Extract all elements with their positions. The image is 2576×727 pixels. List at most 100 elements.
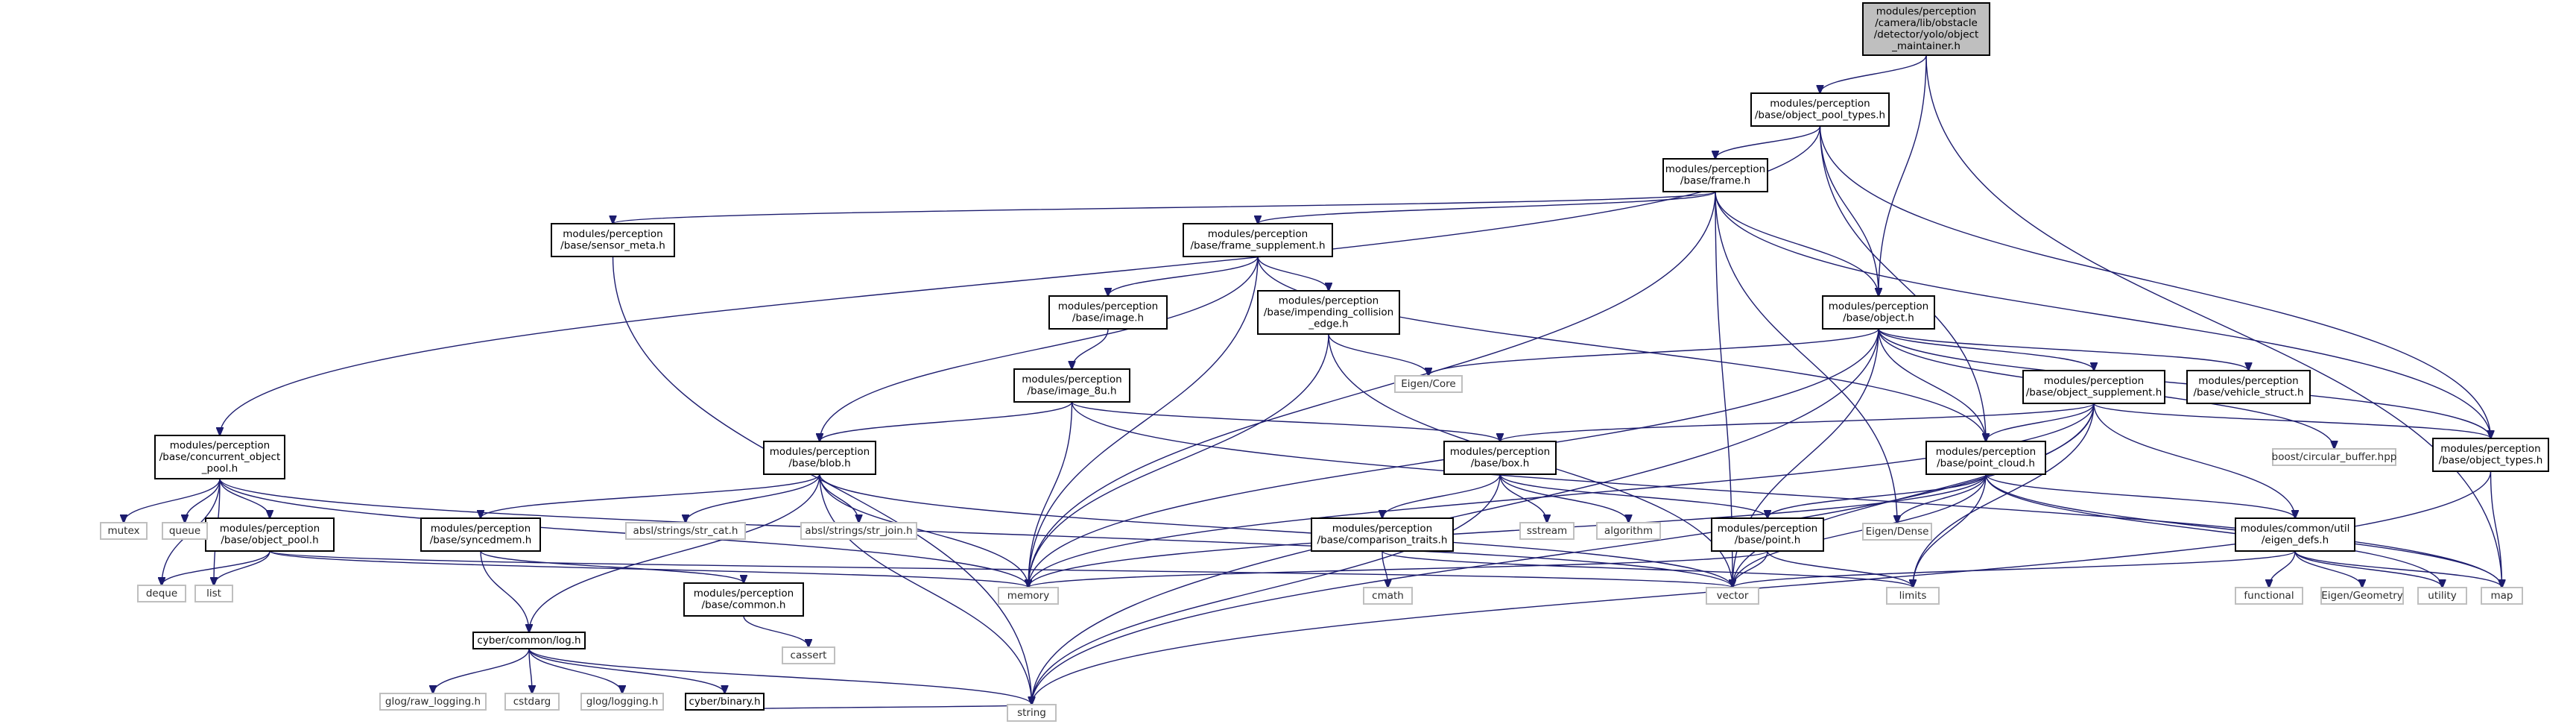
node-label-line: glog/raw_logging.h bbox=[385, 696, 481, 708]
node-str-join[interactable]: absl/strings/str_join.h bbox=[800, 522, 917, 540]
node-limits[interactable]: limits bbox=[1886, 587, 1940, 605]
node-box bbox=[2186, 370, 2311, 404]
node-label-line: limits bbox=[1899, 590, 1927, 602]
node-object-pool[interactable]: modules/perception/base/object_pool.h bbox=[205, 517, 335, 552]
node-impending[interactable]: modules/perception/base/impending_collis… bbox=[1257, 290, 1400, 335]
node-label-line: /eigen_defs.h bbox=[2262, 535, 2329, 547]
edge-concurrent_object_pool-to-vector bbox=[219, 478, 1732, 588]
node-glog-logging[interactable]: glog/logging.h bbox=[580, 693, 664, 711]
node-eigen-dense[interactable]: Eigen/Dense bbox=[1862, 523, 1932, 541]
node-object-pool-types[interactable]: modules/perception/base/object_pool_type… bbox=[1750, 92, 1890, 127]
edge-image_8u-to-memory bbox=[1028, 401, 1073, 588]
node-memory[interactable]: memory bbox=[998, 587, 1059, 605]
node-label-line: absl/strings/str_cat.h bbox=[633, 525, 738, 537]
edge-frame_supplement-to-blob bbox=[820, 256, 1259, 441]
node-string[interactable]: string bbox=[1007, 704, 1057, 722]
node-utility[interactable]: utility bbox=[2417, 587, 2467, 605]
node-eigen-geometry[interactable]: Eigen/Geometry bbox=[2320, 587, 2404, 605]
node-vehicle-struct[interactable]: modules/perception/base/vehicle_struct.h bbox=[2186, 370, 2311, 404]
node-label-line: modules/perception bbox=[1770, 98, 1870, 110]
edge-box-to-point bbox=[1499, 473, 1768, 518]
node-eigen-defs[interactable]: modules/common/util/eigen_defs.h bbox=[2235, 517, 2355, 552]
node-vector[interactable]: vector bbox=[1706, 587, 1759, 605]
node-label-line: Eigen/Dense bbox=[1866, 526, 1929, 538]
edge-eigen_defs-to-eigen_geometry bbox=[2294, 550, 2362, 588]
edge-object-to-vehicle_struct bbox=[1878, 328, 2249, 371]
node-box bbox=[2481, 587, 2523, 605]
node-functional[interactable]: functional bbox=[2235, 587, 2303, 605]
node-concurrent-object-pool[interactable]: modules/perception/base/concurrent_objec… bbox=[154, 435, 285, 479]
edge-log-to-string bbox=[528, 648, 1032, 705]
node-str-cat[interactable]: absl/strings/str_cat.h bbox=[625, 522, 746, 540]
edge-log-to-glog_logging bbox=[528, 648, 622, 693]
edge-blob-to-vector bbox=[819, 473, 1732, 588]
node-box bbox=[162, 522, 208, 540]
node-syncedmem[interactable]: modules/perception/base/syncedmem.h bbox=[420, 517, 541, 552]
node-object-types[interactable]: modules/perception/base/object_types.h bbox=[2432, 438, 2549, 472]
node-cmath[interactable]: cmath bbox=[1363, 587, 1413, 605]
edge-frame-to-memory bbox=[1028, 191, 1716, 588]
edge-point_cloud-to-utility bbox=[1985, 473, 2443, 588]
node-image-8u[interactable]: modules/perception/base/image_8u.h bbox=[1013, 368, 1130, 403]
edge-object_pool-to-list bbox=[214, 550, 270, 585]
node-list[interactable]: list bbox=[194, 585, 233, 602]
node-cstdarg[interactable]: cstdarg bbox=[504, 693, 560, 711]
node-blob[interactable]: modules/perception/base/blob.h bbox=[763, 441, 876, 475]
node-frame-supplement[interactable]: modules/perception/base/frame_supplement… bbox=[1183, 223, 1333, 257]
node-box bbox=[1711, 517, 1824, 552]
node-box bbox=[2417, 587, 2467, 605]
node-label-line: mutex bbox=[107, 525, 139, 537]
node-object-supplement[interactable]: modules/perception/base/object_supplemen… bbox=[2022, 370, 2165, 404]
node-box bbox=[1862, 2, 1990, 56]
node-label-line: deque bbox=[146, 588, 177, 599]
edge-object_supplement-to-vector bbox=[1732, 403, 2095, 588]
node-box bbox=[625, 522, 746, 540]
node-eigen-core[interactable]: Eigen/Core bbox=[1394, 375, 1463, 393]
edge-object_pool-to-vector bbox=[269, 550, 1732, 588]
node-binary[interactable]: cyber/binary.h bbox=[685, 693, 765, 711]
node-map[interactable]: map bbox=[2481, 587, 2523, 605]
node-sstream[interactable]: sstream bbox=[1519, 522, 1575, 540]
node-point[interactable]: modules/perception/base/point.h bbox=[1711, 517, 1824, 552]
node-raw-logging[interactable]: glog/raw_logging.h bbox=[379, 693, 487, 711]
node-deque[interactable]: deque bbox=[137, 585, 186, 602]
edge-object_pool_types-to-frame bbox=[1715, 125, 1821, 159]
node-common[interactable]: modules/perception/base/common.h bbox=[683, 582, 804, 617]
node-label-line: modules/perception bbox=[694, 588, 794, 599]
node-label-line: /base/frame_supplement.h bbox=[1191, 240, 1326, 252]
node-box bbox=[782, 646, 835, 664]
node-label-line: algorithm bbox=[1604, 525, 1653, 537]
edge-blob-to-string bbox=[819, 473, 1032, 705]
node-root[interactable]: modules/perception/camera/lib/obstacle/d… bbox=[1862, 2, 1990, 56]
node-box bbox=[2320, 587, 2404, 605]
node-cassert[interactable]: cassert bbox=[782, 646, 835, 664]
edge-frame-to-eigen_dense bbox=[1715, 191, 1897, 523]
node-box bbox=[1048, 295, 1168, 330]
node-queue[interactable]: queue bbox=[162, 522, 208, 540]
node-label-line: /base/point.h bbox=[1735, 535, 1801, 547]
node-label-line: _pool.h bbox=[201, 462, 238, 474]
node-mutex[interactable]: mutex bbox=[100, 522, 148, 540]
node-algorithm[interactable]: algorithm bbox=[1596, 522, 1661, 540]
node-box[interactable]: modules/perception/base/box.h bbox=[1443, 441, 1557, 475]
node-label-line: /base/frame.h bbox=[1680, 175, 1750, 187]
edge-object-to-object_supplement bbox=[1878, 328, 2094, 371]
node-box bbox=[683, 582, 804, 617]
node-sensor-meta[interactable]: modules/perception/base/sensor_meta.h bbox=[551, 223, 675, 257]
edge-frame-to-frame_supplement bbox=[1258, 191, 1716, 224]
node-log[interactable]: cyber/common/log.h bbox=[472, 632, 586, 649]
node-label-line: modules/perception bbox=[1829, 300, 1928, 312]
edge-image_8u-to-blob bbox=[820, 401, 1073, 441]
node-image[interactable]: modules/perception/base/image.h bbox=[1048, 295, 1168, 330]
node-label-line: modules/perception bbox=[1022, 374, 1121, 385]
edge-image_8u-to-box bbox=[1071, 401, 1501, 441]
node-comparison-traits[interactable]: modules/perception/base/comparison_trait… bbox=[1311, 517, 1454, 552]
node-boost-cb[interactable]: boost/circular_buffer.hpp bbox=[2272, 448, 2397, 466]
node-frame[interactable]: modules/perception/base/frame.h bbox=[1662, 158, 1768, 192]
node-box bbox=[1363, 587, 1413, 605]
node-label-line: absl/strings/str_join.h bbox=[805, 525, 912, 537]
node-box bbox=[763, 441, 876, 475]
edge-blob-to-memory bbox=[819, 473, 1028, 588]
node-object[interactable]: modules/perception/base/object.h bbox=[1822, 295, 1935, 330]
node-point-cloud[interactable]: modules/perception/base/point_cloud.h bbox=[1925, 441, 2046, 475]
